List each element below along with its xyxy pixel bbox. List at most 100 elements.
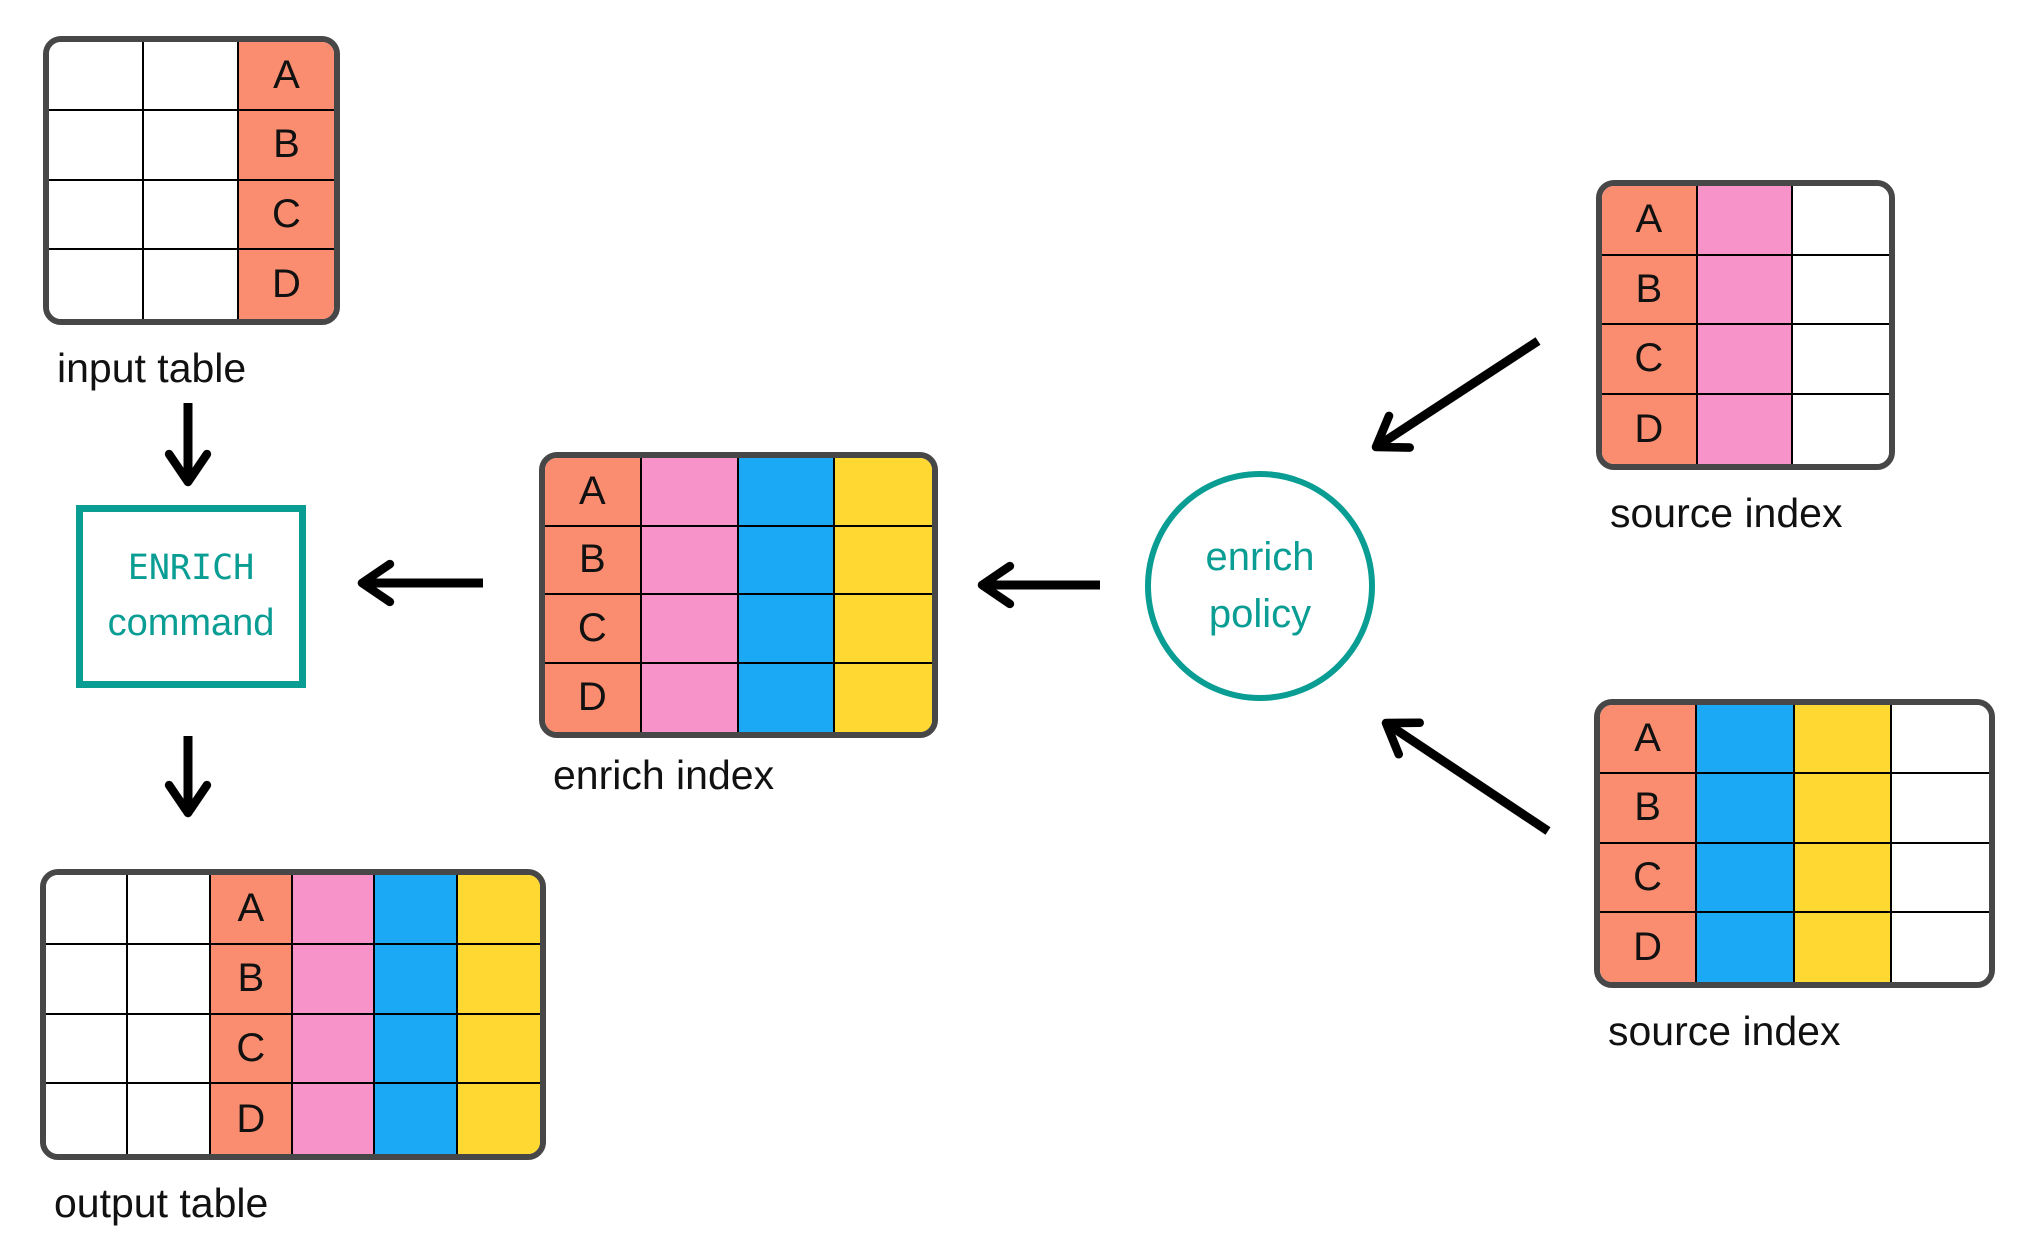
table-cell-key: C (1602, 325, 1698, 395)
table-cell (144, 249, 239, 319)
source-index-bottom-label: source index (1608, 1008, 1841, 1054)
table-cell (1793, 255, 1889, 325)
table-cell (49, 249, 144, 319)
table-cell (457, 944, 540, 1015)
table-cell-key: C (210, 1014, 293, 1085)
table-cell (1697, 705, 1795, 775)
table-cell (1891, 774, 1989, 844)
table-cell (49, 180, 144, 250)
output-table-label: output table (54, 1180, 269, 1226)
enrich-command-keyword: ENRICH (127, 548, 255, 588)
table-cell (1793, 325, 1889, 395)
table-cell (293, 1014, 376, 1085)
table-cell (144, 111, 239, 181)
table-cell-key: D (1602, 394, 1698, 464)
enrich-policy-word2: policy (1208, 592, 1312, 636)
table-cell (1793, 186, 1889, 256)
table-cell (1697, 912, 1795, 982)
table-cell (835, 663, 932, 732)
table-cell-key: B (1600, 774, 1698, 844)
table-cell (128, 1014, 211, 1085)
enrich-command-word: command (107, 602, 275, 644)
table-cell (46, 875, 129, 945)
table-cell-key: B (1602, 255, 1698, 325)
enrich-policy-node: enrich policy (1145, 471, 1375, 701)
table-cell-key: A (545, 458, 642, 527)
table-cell (738, 458, 836, 527)
table-cell (457, 1014, 540, 1085)
table-cell (738, 526, 836, 595)
table-cell (1891, 912, 1989, 982)
table-cell (293, 944, 376, 1015)
table-cell (457, 875, 540, 945)
table-cell (293, 875, 376, 945)
table-cell-key: B (210, 944, 293, 1015)
table-cell (375, 944, 458, 1015)
table-cell-key: A (210, 875, 293, 945)
table-cell (641, 458, 739, 527)
table-cell (835, 458, 932, 527)
table-cell (1697, 774, 1795, 844)
table-cell-key: C (239, 180, 334, 250)
table-cell (128, 944, 211, 1015)
table-cell (1891, 705, 1989, 775)
table-cell (1697, 843, 1795, 913)
table-cell-key: D (545, 663, 642, 732)
arrow-source-bottom-to-policy (1381, 718, 1551, 835)
table-cell (1794, 843, 1892, 913)
table-cell (144, 42, 239, 112)
table-cell (46, 944, 129, 1015)
table-cell (1794, 705, 1892, 775)
table-cell (738, 663, 836, 732)
table-cell (375, 875, 458, 945)
table-cell (1793, 394, 1889, 464)
table-cell (641, 526, 739, 595)
table-cell (1697, 255, 1794, 325)
table-cell (49, 42, 144, 112)
source-index-top-label: source index (1610, 490, 1843, 536)
table-cell (1891, 843, 1989, 913)
table-cell (375, 1014, 458, 1085)
table-cell-key: D (239, 249, 334, 319)
table-cell (1697, 186, 1794, 256)
table-cell (641, 663, 739, 732)
table-cell-key: B (239, 111, 334, 181)
table-cell-key: D (1600, 912, 1698, 982)
arrow-source-top-to-policy (1371, 337, 1541, 452)
table-cell (1697, 325, 1794, 395)
table-cell (835, 595, 932, 664)
table-cell (835, 526, 932, 595)
enrich-command-node: ENRICH command (76, 505, 306, 688)
table-cell (738, 595, 836, 664)
table-cell (1794, 774, 1892, 844)
table-cell-key: A (1600, 705, 1698, 775)
table-cell-key: C (545, 595, 642, 664)
table-cell (46, 1014, 129, 1085)
table-cell (128, 1084, 211, 1154)
table-cell (1794, 912, 1892, 982)
table-cell (293, 1084, 376, 1154)
table-cell-key: B (545, 526, 642, 595)
table-cell-key: A (1602, 186, 1698, 256)
table-cell-key: D (210, 1084, 293, 1154)
enrich-policy-word1: enrich (1205, 535, 1315, 579)
table-cell (457, 1084, 540, 1154)
table-cell (641, 595, 739, 664)
table-cell-key: C (1600, 843, 1698, 913)
table-cell (1697, 394, 1794, 464)
enrich-index-label: enrich index (553, 752, 775, 798)
table-cell (49, 111, 144, 181)
input-table-label: input table (57, 345, 247, 391)
table-cell (128, 875, 211, 945)
